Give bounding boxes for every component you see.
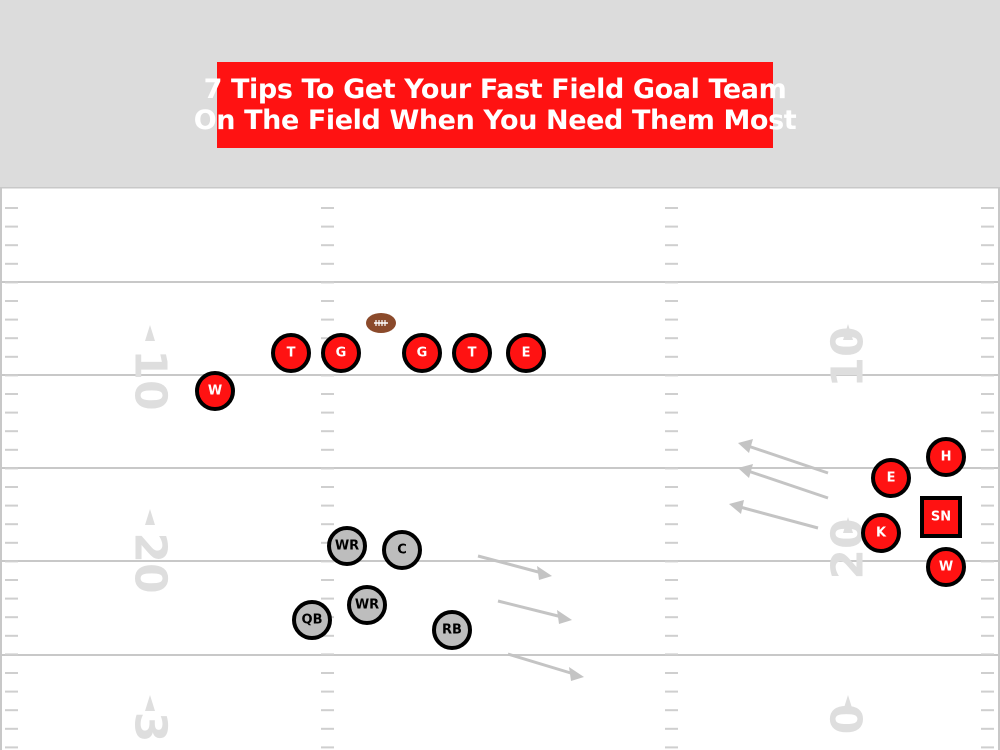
direction-arrow-icon: [843, 324, 853, 340]
svg-text:E: E: [522, 346, 531, 361]
direction-arrow-icon: [145, 325, 155, 341]
football-icon: [366, 313, 396, 333]
offense-rb: RB: [432, 610, 472, 650]
svg-text:3: 3: [125, 712, 176, 743]
svg-text:T: T: [287, 346, 296, 361]
svg-text:T: T: [468, 346, 477, 361]
offense-qb: QB: [292, 600, 332, 640]
svg-text:W: W: [939, 560, 953, 575]
svg-text:E: E: [887, 471, 896, 486]
svg-text:G: G: [336, 346, 347, 361]
fg-snapper: SN: [920, 496, 962, 538]
route-arrows: [477, 439, 829, 681]
svg-text:WR: WR: [355, 598, 379, 613]
direction-arrow-icon: [145, 509, 155, 525]
route-arrow: [729, 500, 819, 530]
hash-marks: [5, 207, 994, 749]
football-field: 10 20 3 10 20 0: [0, 187, 1000, 750]
svg-text:H: H: [941, 450, 952, 465]
title-line-2: On The Field When You Need Them Most: [193, 105, 797, 136]
svg-text:10: 10: [125, 349, 176, 410]
offense-wr-2: WR: [347, 585, 387, 625]
svg-text:QB: QB: [302, 613, 323, 628]
defense-tackle-right: T: [452, 333, 492, 373]
fg-kicker: K: [861, 513, 901, 553]
route-arrow: [477, 554, 552, 580]
route-arrow: [497, 599, 572, 624]
yard-number-left-30: 3: [125, 712, 176, 743]
svg-text:W: W: [208, 384, 222, 399]
fg-holder: H: [926, 437, 966, 477]
direction-arrow-icon: [843, 517, 853, 533]
field-lines: [0, 187, 1000, 750]
title-box: 7 Tips To Get Your Fast Field Goal Team …: [194, 62, 797, 148]
defense-guard-left: G: [321, 333, 361, 373]
svg-text:RB: RB: [442, 623, 462, 638]
defense-wing-left: W: [195, 371, 235, 411]
svg-text:K: K: [876, 526, 887, 541]
svg-text:WR: WR: [335, 539, 359, 554]
yard-number-left-10: 10: [125, 349, 176, 410]
players: T G G T E W H E: [195, 333, 966, 650]
svg-text:SN: SN: [931, 510, 951, 525]
defense-guard-right: G: [402, 333, 442, 373]
header-banner: 7 Tips To Get Your Fast Field Goal Team …: [0, 0, 1000, 187]
offense-wr-1: WR: [327, 526, 367, 566]
offense-center: C: [382, 530, 422, 570]
fg-wing: W: [926, 547, 966, 587]
defense-end: E: [506, 333, 546, 373]
direction-arrow-icon: [843, 695, 853, 711]
route-arrow: [507, 652, 584, 681]
yard-numbers: 10 20 3 10 20 0: [125, 324, 874, 742]
svg-text:20: 20: [125, 532, 176, 593]
route-arrow: [738, 439, 829, 475]
route-arrow: [738, 464, 829, 500]
direction-arrow-icon: [145, 695, 155, 711]
yard-number-left-20: 20: [125, 532, 176, 593]
title-line-1: 7 Tips To Get Your Fast Field Goal Team: [203, 74, 787, 105]
svg-text:G: G: [417, 346, 428, 361]
svg-text:C: C: [397, 543, 407, 558]
fg-end: E: [871, 458, 911, 498]
defense-tackle-left: T: [271, 333, 311, 373]
